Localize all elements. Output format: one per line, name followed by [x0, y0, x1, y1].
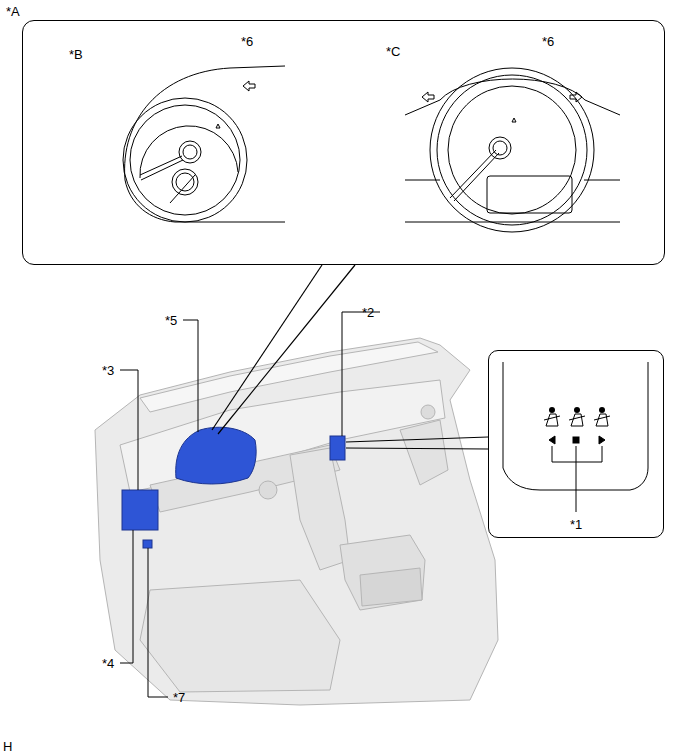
callout-number: *3	[102, 364, 114, 378]
callout-number: *2	[362, 306, 374, 320]
inset-box: *A*B*6*C*6	[22, 20, 665, 265]
connector	[143, 540, 152, 548]
callout-number: *C	[386, 45, 400, 59]
callout-number: *7	[173, 691, 185, 705]
module	[330, 436, 345, 460]
seatbelt-indicator	[503, 362, 648, 512]
meter-type-c	[405, 68, 620, 232]
vehicle-interior	[95, 338, 498, 705]
inset-box: *1	[488, 350, 664, 538]
leader-lines	[120, 312, 380, 697]
callout-number: *5	[165, 314, 177, 328]
callout-number: *B	[69, 48, 83, 62]
callout-number: *4	[102, 657, 114, 671]
meter-type-b	[123, 66, 285, 222]
callout-number: *A	[6, 5, 20, 19]
callout-number: H	[3, 740, 12, 754]
callout-tail	[212, 265, 488, 449]
ecu	[122, 490, 158, 530]
callout-number: *6	[241, 35, 253, 49]
combination-meter	[176, 427, 256, 484]
callout-number: *6	[542, 35, 554, 49]
callout-number: *1	[570, 518, 582, 532]
